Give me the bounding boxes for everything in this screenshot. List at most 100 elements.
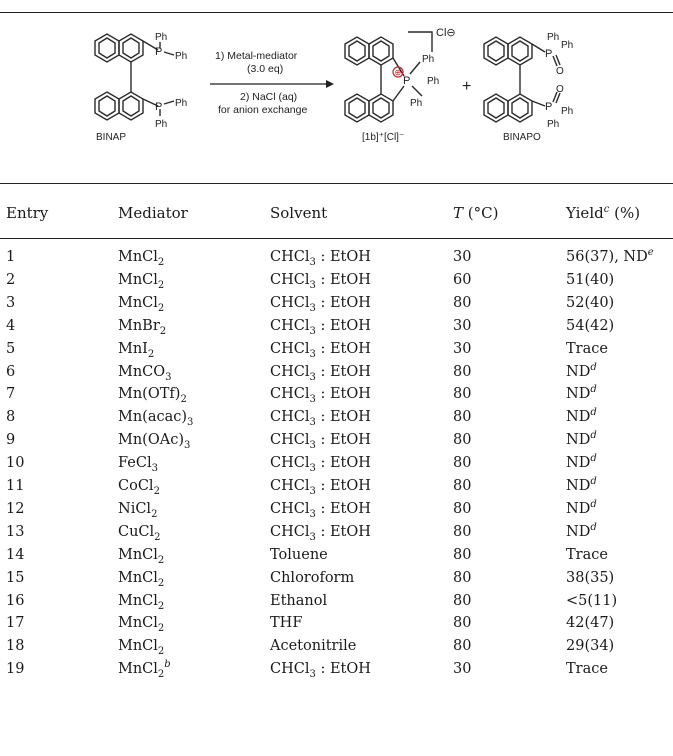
solvent-tail: : EtOH	[315, 661, 371, 678]
mediator-text: MnCl	[118, 615, 158, 632]
yield-footnote: d	[590, 384, 597, 396]
solvent-cell: CHCl3 : EtOH	[270, 249, 371, 268]
product2-label: BINAPO	[503, 132, 541, 143]
cation-structure	[344, 31, 433, 123]
solvent-text: CHCl	[270, 317, 310, 334]
mediator-subscript: 2	[154, 531, 161, 543]
arrow-bottom-line1: 2) NaCl (aq)	[240, 91, 297, 103]
mediator-text: Mn(OAc)	[118, 432, 184, 449]
yield-text: ND	[566, 478, 591, 494]
solvent-text: Chloroform	[270, 569, 355, 586]
counterion: Cl⊖	[436, 27, 456, 39]
header-solvent: Solvent	[270, 204, 328, 222]
solvent-subscript: 3	[309, 486, 316, 497]
solvent-subscript: 3	[309, 531, 316, 543]
cation-ph2: Ph	[410, 98, 422, 109]
temperature-cell: 80	[453, 386, 472, 403]
solvent-text: Toluene	[270, 546, 328, 563]
entry-cell: 18	[6, 638, 25, 655]
mediator-cell: MnBr2	[118, 318, 166, 337]
temperature-cell: 30	[453, 340, 472, 357]
solvent-text: CHCl	[270, 432, 310, 449]
solvent-subscript: 3	[309, 279, 316, 291]
reaction-arrowhead	[326, 80, 334, 88]
mediator-cell: FeCl3	[118, 455, 158, 475]
mediator-cell: MnCl2	[118, 294, 164, 314]
temperature-cell: 80	[453, 409, 472, 426]
entry-cell: 11	[6, 478, 25, 494]
solvent-cell: CHCl3 : EtOH	[270, 524, 371, 543]
mediator-subscript: 2	[180, 394, 187, 406]
top-rule	[0, 12, 673, 14]
mediator-cell: Mn(OAc)3	[118, 432, 190, 451]
solvent-text: CHCl	[270, 249, 310, 265]
entry-cell: 15	[6, 569, 25, 586]
solvent-cell: CHCl3 : EtOH	[270, 317, 371, 337]
temperature-cell: 80	[453, 638, 472, 655]
solvent-text: Ethanol	[270, 592, 328, 609]
yield-footnote: d	[590, 430, 597, 442]
yield-text: ND	[566, 523, 591, 540]
product1-label: [1b]⁺[Cl]⁻	[362, 132, 404, 143]
solvent-tail: : EtOH	[315, 455, 371, 472]
yield-text: ND	[566, 500, 591, 517]
header-entry: Entry	[6, 204, 49, 222]
mediator-cell: MnCl2b	[118, 659, 171, 680]
yield-cell: Trace	[566, 341, 608, 357]
solvent-cell: CHCl3 : EtOH	[270, 295, 371, 314]
mediator-subscript: 3	[151, 463, 158, 475]
yield-cell: NDd	[566, 407, 597, 425]
binap-p-top: P	[155, 46, 162, 58]
temperature-cell: 80	[453, 478, 472, 494]
temperature-cell: 30	[453, 317, 472, 334]
solvent-text: CHCl	[270, 500, 310, 517]
temperature-cell: 80	[453, 294, 472, 311]
header-yield-label: Yield	[566, 204, 604, 222]
mediator-cell: MnCl2	[118, 570, 164, 589]
solvent-cell: CHCl3 : EtOH	[270, 432, 371, 451]
binapo-o-bottom: O	[556, 84, 564, 95]
mediator-text: MnCl	[118, 294, 158, 311]
yield-cell: NDd	[566, 430, 597, 449]
mediator-cell: CoCl2	[118, 478, 160, 497]
cation-ph1: Ph	[422, 54, 434, 65]
yield-text: 29(34)	[566, 638, 615, 655]
yield-text: 38(35)	[566, 569, 615, 586]
yield-cell: NDd	[566, 476, 597, 494]
arrow-top-line1: 1) Metal-mediator	[215, 50, 298, 62]
mediator-text: FeCl	[118, 455, 152, 472]
mediator-cell: MnCl2	[118, 592, 165, 612]
solvent-cell: CHCl3 : EtOH	[270, 500, 371, 520]
yield-text: 42(47)	[566, 615, 615, 632]
solvent-cell: CHCl3 : EtOH	[270, 409, 371, 428]
solvent-cell: CHCl3 : EtOH	[270, 364, 371, 383]
cation-ph3: Ph	[427, 76, 439, 87]
mediator-cell: MnCO3	[118, 364, 172, 383]
solvent-cell: Ethanol	[270, 593, 327, 609]
solvent-text: THF	[270, 615, 303, 632]
mediator-cell: MnCl2	[118, 615, 164, 634]
mediator-cell: MnCl2	[118, 272, 164, 291]
yield-cell: NDd	[566, 499, 597, 517]
mediator-subscript: 2	[157, 554, 165, 566]
yield-cell: Trace	[566, 547, 608, 563]
yield-footnote: d	[590, 453, 597, 465]
yield-text: <5(11)	[566, 592, 618, 609]
yield-text: ND	[566, 386, 591, 403]
yield-text: ND	[566, 432, 591, 449]
binapo-o-top: O	[556, 66, 564, 77]
mediator-cell: Mn(OTf)2	[118, 386, 187, 406]
temperature-cell: 80	[453, 592, 472, 609]
mediator-text: MnCl	[118, 638, 158, 655]
entry-cell: 12	[6, 500, 25, 517]
mediator-text: MnCl	[118, 592, 158, 609]
cation-mark: ⊕	[395, 68, 402, 77]
mediator-subscript: 2	[157, 600, 165, 612]
yield-cell: NDd	[566, 522, 597, 540]
